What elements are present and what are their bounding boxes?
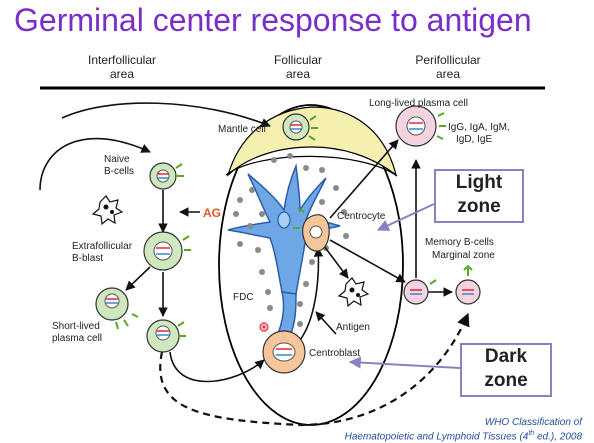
dark-zone-line2: zone (484, 370, 528, 391)
apoptotic-cell-left (91, 195, 124, 226)
label-antigen: Antigen (336, 322, 370, 333)
label-igs-1: IgG, IgA, IgM, (448, 122, 510, 133)
short-lived-plasma-cell (95, 287, 139, 330)
label-mantle-cell: Mantle cell (218, 124, 266, 135)
naive-b-cell (149, 162, 184, 190)
label-extrafollicular-2: B-blast (72, 253, 103, 264)
header-follicular: Follicular area (274, 53, 322, 81)
label-ag: AG (203, 206, 221, 220)
label-naive-2: B-cells (104, 166, 134, 177)
light-zone-line2: zone (457, 196, 501, 217)
long-lived-plasma-cell (395, 105, 446, 147)
label-memory-2: Marginal zone (432, 250, 495, 261)
svg-text:Follicular: Follicular (274, 53, 322, 67)
dark-zone-line1: Dark (484, 346, 528, 367)
marginal-zone-b-cell (455, 264, 481, 305)
page-title: Germinal center response to antigen (14, 2, 532, 38)
label-long-lived: Long-lived plasma cell (369, 98, 468, 109)
label-short-lived-2: plasma cell (52, 333, 102, 344)
centroblast-cell (262, 330, 306, 374)
citation-text-end: ed.), 2008 (534, 431, 582, 443)
label-short-lived-1: Short-lived (52, 321, 100, 332)
label-memory-1: Memory B-cells (425, 237, 494, 248)
mantle-cell (282, 113, 318, 141)
svg-text:area: area (110, 67, 134, 81)
svg-text:Perifollicular: Perifollicular (415, 53, 480, 67)
header-interfollicular: Interfollicular area (88, 53, 156, 81)
dark-zone-callout: Dark zone (460, 343, 552, 397)
header-perifollicular: Perifollicular area (415, 53, 480, 81)
svg-text:area: area (436, 67, 460, 81)
citation-text: Haematopoietic and Lymphoid Tissues (4 (344, 431, 529, 443)
label-centroblast: Centroblast (309, 348, 360, 359)
apoptotic-cell-right (337, 277, 370, 308)
label-centrocyte: Centrocyte (337, 211, 386, 222)
svg-text:Interfollicular: Interfollicular (88, 53, 156, 67)
citation-line-1: WHO Classification of (484, 417, 582, 428)
light-zone-line1: Light (455, 172, 503, 193)
svg-text:area: area (286, 67, 310, 81)
antigen-dots (233, 153, 349, 327)
light-zone-callout: Light zone (434, 169, 524, 223)
flow-arrows (39, 102, 470, 427)
extrafollicular-b-cell-lower (146, 319, 186, 353)
fdc-cell (227, 163, 341, 295)
fdc-nucleus (277, 211, 291, 229)
mantle-boundary (225, 155, 398, 177)
label-naive-1: Naive (104, 154, 130, 165)
centrocyte-cell (293, 207, 330, 252)
light-zone-pointer (376, 203, 435, 231)
memory-b-cell (403, 279, 437, 305)
citation-superscript: th (528, 430, 535, 437)
extrafollicular-b-blast (143, 231, 191, 271)
dark-zone-pointer (348, 356, 461, 369)
label-extrafollicular-1: Extrafollicular (72, 241, 133, 252)
label-fdc: FDC (233, 292, 254, 303)
citation-line-2: Haematopoietic and Lymphoid Tissues (4th… (345, 430, 582, 442)
label-igs-2: IgD, IgE (456, 134, 492, 145)
antigen-red-dot (259, 322, 269, 332)
